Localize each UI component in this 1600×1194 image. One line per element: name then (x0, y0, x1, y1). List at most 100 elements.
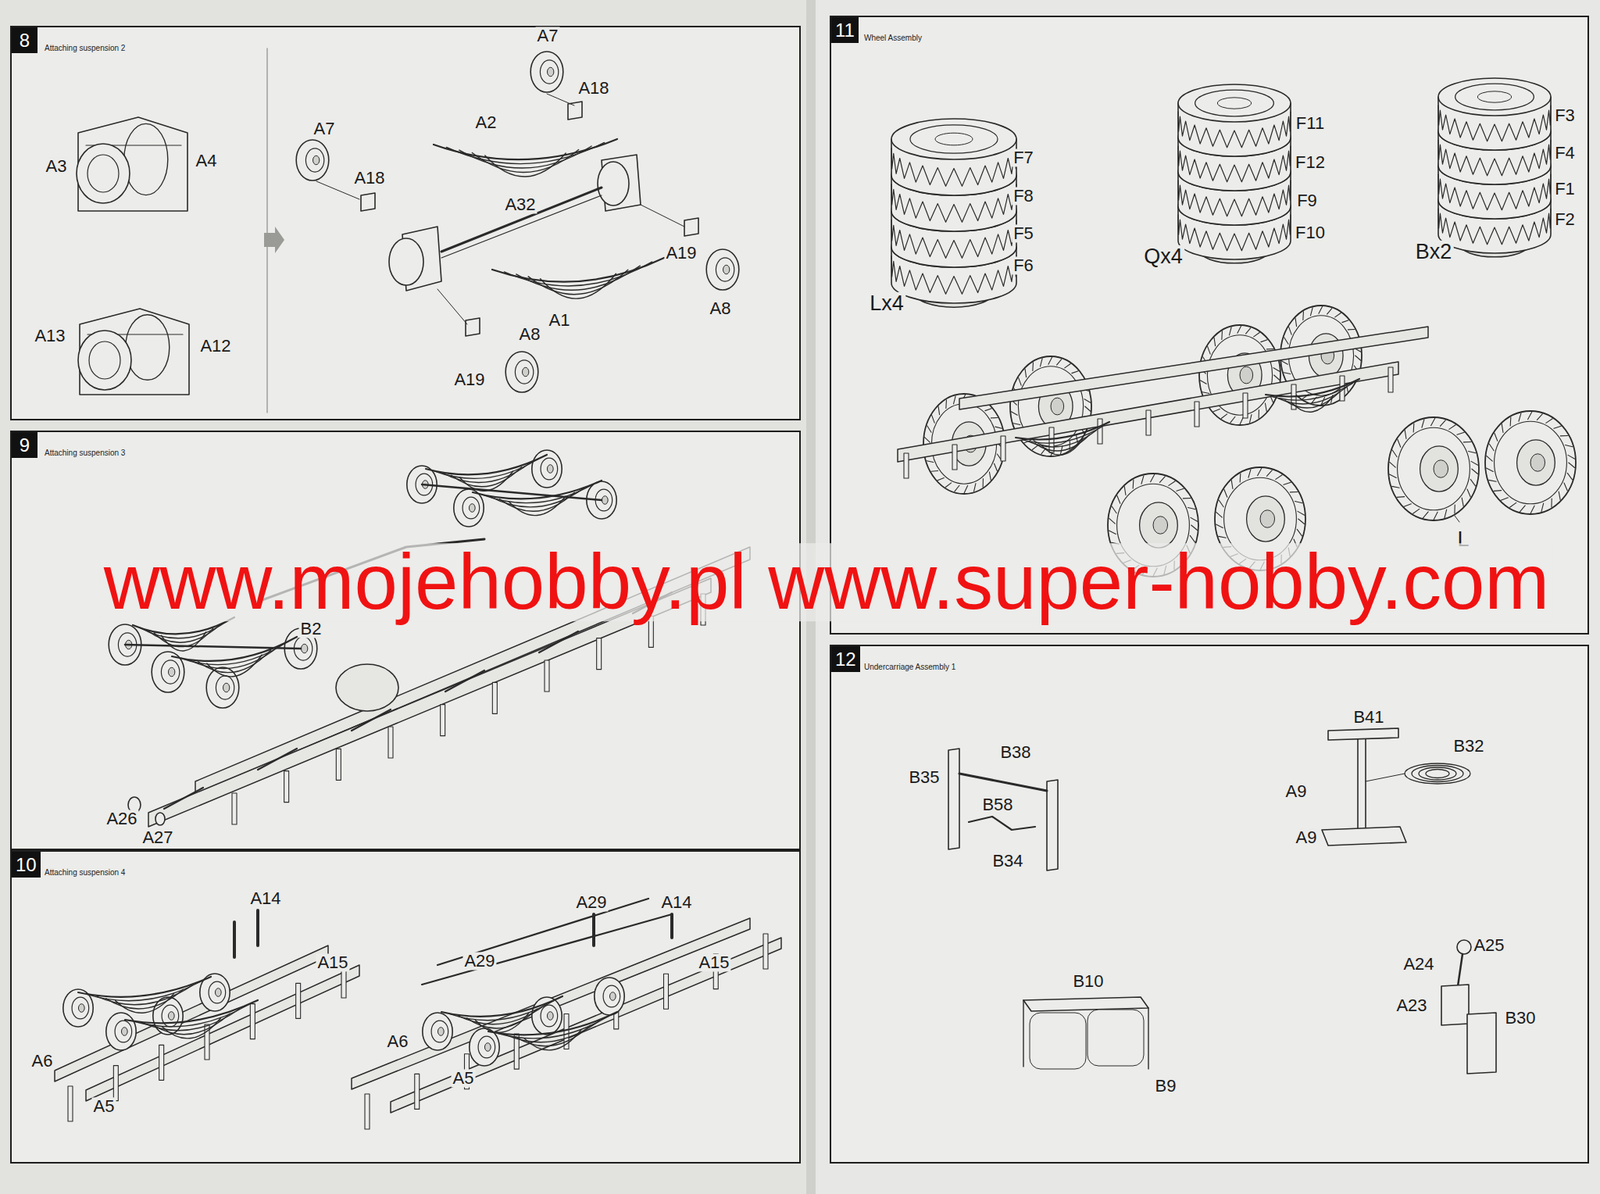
frame-post (341, 962, 347, 998)
wheel-tread (1449, 425, 1456, 430)
hub (715, 257, 734, 282)
wheel-tread (1173, 560, 1175, 570)
wheel-tread (982, 478, 984, 488)
part-label: A6 (385, 1032, 411, 1050)
coil (1425, 769, 1450, 779)
plate (1441, 984, 1469, 1025)
hub (547, 67, 554, 76)
leaf-spring (503, 261, 652, 286)
diff-cover (89, 341, 121, 379)
frame-post (364, 1093, 370, 1129)
wheel-tread (1486, 455, 1493, 461)
wheel-tread (1111, 506, 1117, 514)
wheel-tread (1229, 327, 1233, 336)
wheel-tread (1280, 554, 1282, 564)
part-label: F5 (1011, 224, 1036, 243)
frame-post (414, 1073, 420, 1109)
cross-member (351, 709, 391, 731)
leaf-spring (106, 989, 184, 1009)
battery-frame (1147, 1007, 1149, 1069)
wheel-tread (989, 471, 991, 480)
hub-bearing (465, 317, 480, 336)
wheel-tread (1168, 481, 1175, 486)
wheel-tread (1010, 411, 1018, 415)
hub (478, 1035, 496, 1058)
part-label: B35 (907, 767, 941, 786)
frame-post (648, 615, 654, 647)
wheel-tread (1260, 561, 1265, 570)
leaf-spring (1285, 391, 1340, 408)
part-label: A29 (462, 951, 497, 970)
diff-cover (597, 161, 629, 206)
stand-post (1357, 732, 1366, 830)
wheel-hub (1433, 460, 1449, 478)
cross-member (164, 787, 204, 809)
hub (71, 996, 90, 1019)
leaf-spring (1042, 439, 1084, 456)
wheel-tread (1392, 450, 1397, 458)
step-number: 9 (11, 432, 38, 458)
wheel-tread (1421, 419, 1425, 428)
leaf-spring (485, 153, 566, 177)
wheel-tread (1275, 475, 1283, 480)
hub (522, 367, 529, 376)
leaf-spring (488, 1011, 618, 1035)
part-label: A19 (664, 243, 698, 262)
frame-post (335, 748, 341, 780)
wheel-tread (1271, 559, 1274, 568)
part-label: A15 (696, 953, 731, 972)
wheel-tread (1467, 489, 1471, 497)
page-left (0, 0, 809, 1194)
shock-absorber (232, 921, 236, 958)
wheel-tread (1253, 332, 1261, 337)
wheel-tread (1123, 560, 1131, 563)
wheel-hub (1530, 453, 1546, 472)
leaf-spring (1035, 434, 1090, 451)
wheel-tread (1258, 410, 1260, 419)
wheel-tread (1553, 425, 1561, 429)
wheel-tread (1295, 317, 1297, 327)
leader-line (1454, 515, 1460, 522)
leader-line (546, 93, 575, 106)
wheel-tread (994, 463, 998, 472)
panel-ground (10, 850, 801, 1164)
wheel-tread (1164, 565, 1167, 575)
hub (601, 496, 608, 505)
drive-shaft (441, 187, 602, 252)
wheel-tread (1142, 567, 1149, 575)
wheel-tread (1568, 462, 1575, 468)
coil (1404, 763, 1471, 784)
battery-frame (1022, 1000, 1024, 1067)
wheel-tread (1239, 558, 1247, 564)
wheel-tread (1060, 446, 1063, 454)
wheel-tread (1444, 509, 1447, 518)
wheel-tread (1297, 510, 1305, 515)
hub (153, 996, 183, 1035)
wheel-tread (1404, 430, 1407, 440)
wheel-tread (1489, 479, 1497, 482)
wheel-tread (1546, 418, 1553, 424)
hub (422, 1012, 453, 1050)
frame-post (232, 792, 237, 825)
wheel-tread (1188, 507, 1196, 509)
hub (594, 977, 625, 1015)
wheel-tread (1510, 502, 1517, 508)
hub (723, 264, 730, 274)
step-panel: 11Wheel Assembly (829, 15, 1590, 635)
wheel-tread (937, 477, 944, 480)
wheel (1397, 427, 1471, 511)
wheel-tread (985, 408, 992, 411)
tire-rim (1217, 97, 1251, 109)
wheel-tread (1207, 346, 1211, 354)
leaf-spring (160, 632, 206, 651)
step-title: Wheel Assembly (864, 33, 922, 43)
wheel-tread (1468, 450, 1476, 453)
cross-member (632, 592, 672, 614)
step-panel: 12Undercarriage Assembly 1 (829, 644, 1590, 1164)
part-label: A15 (315, 953, 350, 972)
quantity-label: Qx4 (1142, 245, 1185, 268)
quantity-label: Bx2 (1414, 240, 1454, 263)
